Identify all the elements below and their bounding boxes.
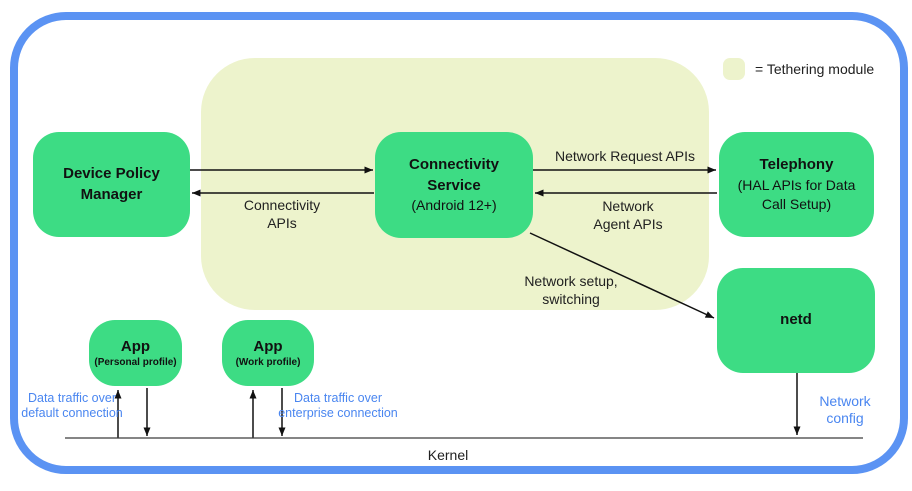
node-subtitle: (Personal profile) (94, 356, 177, 368)
node-title: Connectivity Service (408, 156, 499, 194)
node-subtitle: (Work profile) (235, 356, 301, 368)
node-subtitle: (Android 12+) (411, 196, 497, 213)
arrow-connectivity-service-to-netd (529, 232, 715, 319)
label-connectivity-apis: Connectivity APIs (243, 197, 321, 232)
label-network-agent-apis: Network Agent APIs (593, 198, 663, 233)
node-device-policy-manager: Device Policy Manager (33, 132, 190, 237)
node-title: netd (780, 311, 812, 329)
label-network-request-apis: Network Request APIs (554, 148, 696, 164)
node-title: Device Policy Manager (63, 165, 160, 203)
node-title: App (120, 337, 151, 355)
tethering-swatch-icon (723, 58, 745, 80)
legend-label: = Tethering module (755, 61, 875, 77)
node-title: App (253, 337, 283, 355)
node-subtitle: (HAL APIs for Data Call Setup) (737, 176, 856, 212)
tethering-legend: = Tethering module (723, 58, 874, 80)
node-app-personal-profile: App (Personal profile) (89, 320, 182, 386)
node-netd: netd (717, 268, 875, 373)
label-network-setup-switching: Network setup, switching (524, 273, 618, 308)
node-connectivity-service: Connectivity Service (Android 12+) (375, 132, 533, 238)
diagram-border-frame (10, 12, 908, 474)
label-network-config: Network config (819, 393, 871, 426)
label-data-traffic-default: Data traffic over default connection (21, 391, 123, 420)
node-app-work-profile: App (Work profile) (222, 320, 314, 386)
node-title: Telephony (759, 156, 834, 174)
node-telephony: Telephony (HAL APIs for Data Call Setup) (719, 132, 874, 237)
label-kernel: Kernel (427, 447, 469, 463)
label-data-traffic-enterprise: Data traffic over enterprise connection (278, 391, 398, 420)
